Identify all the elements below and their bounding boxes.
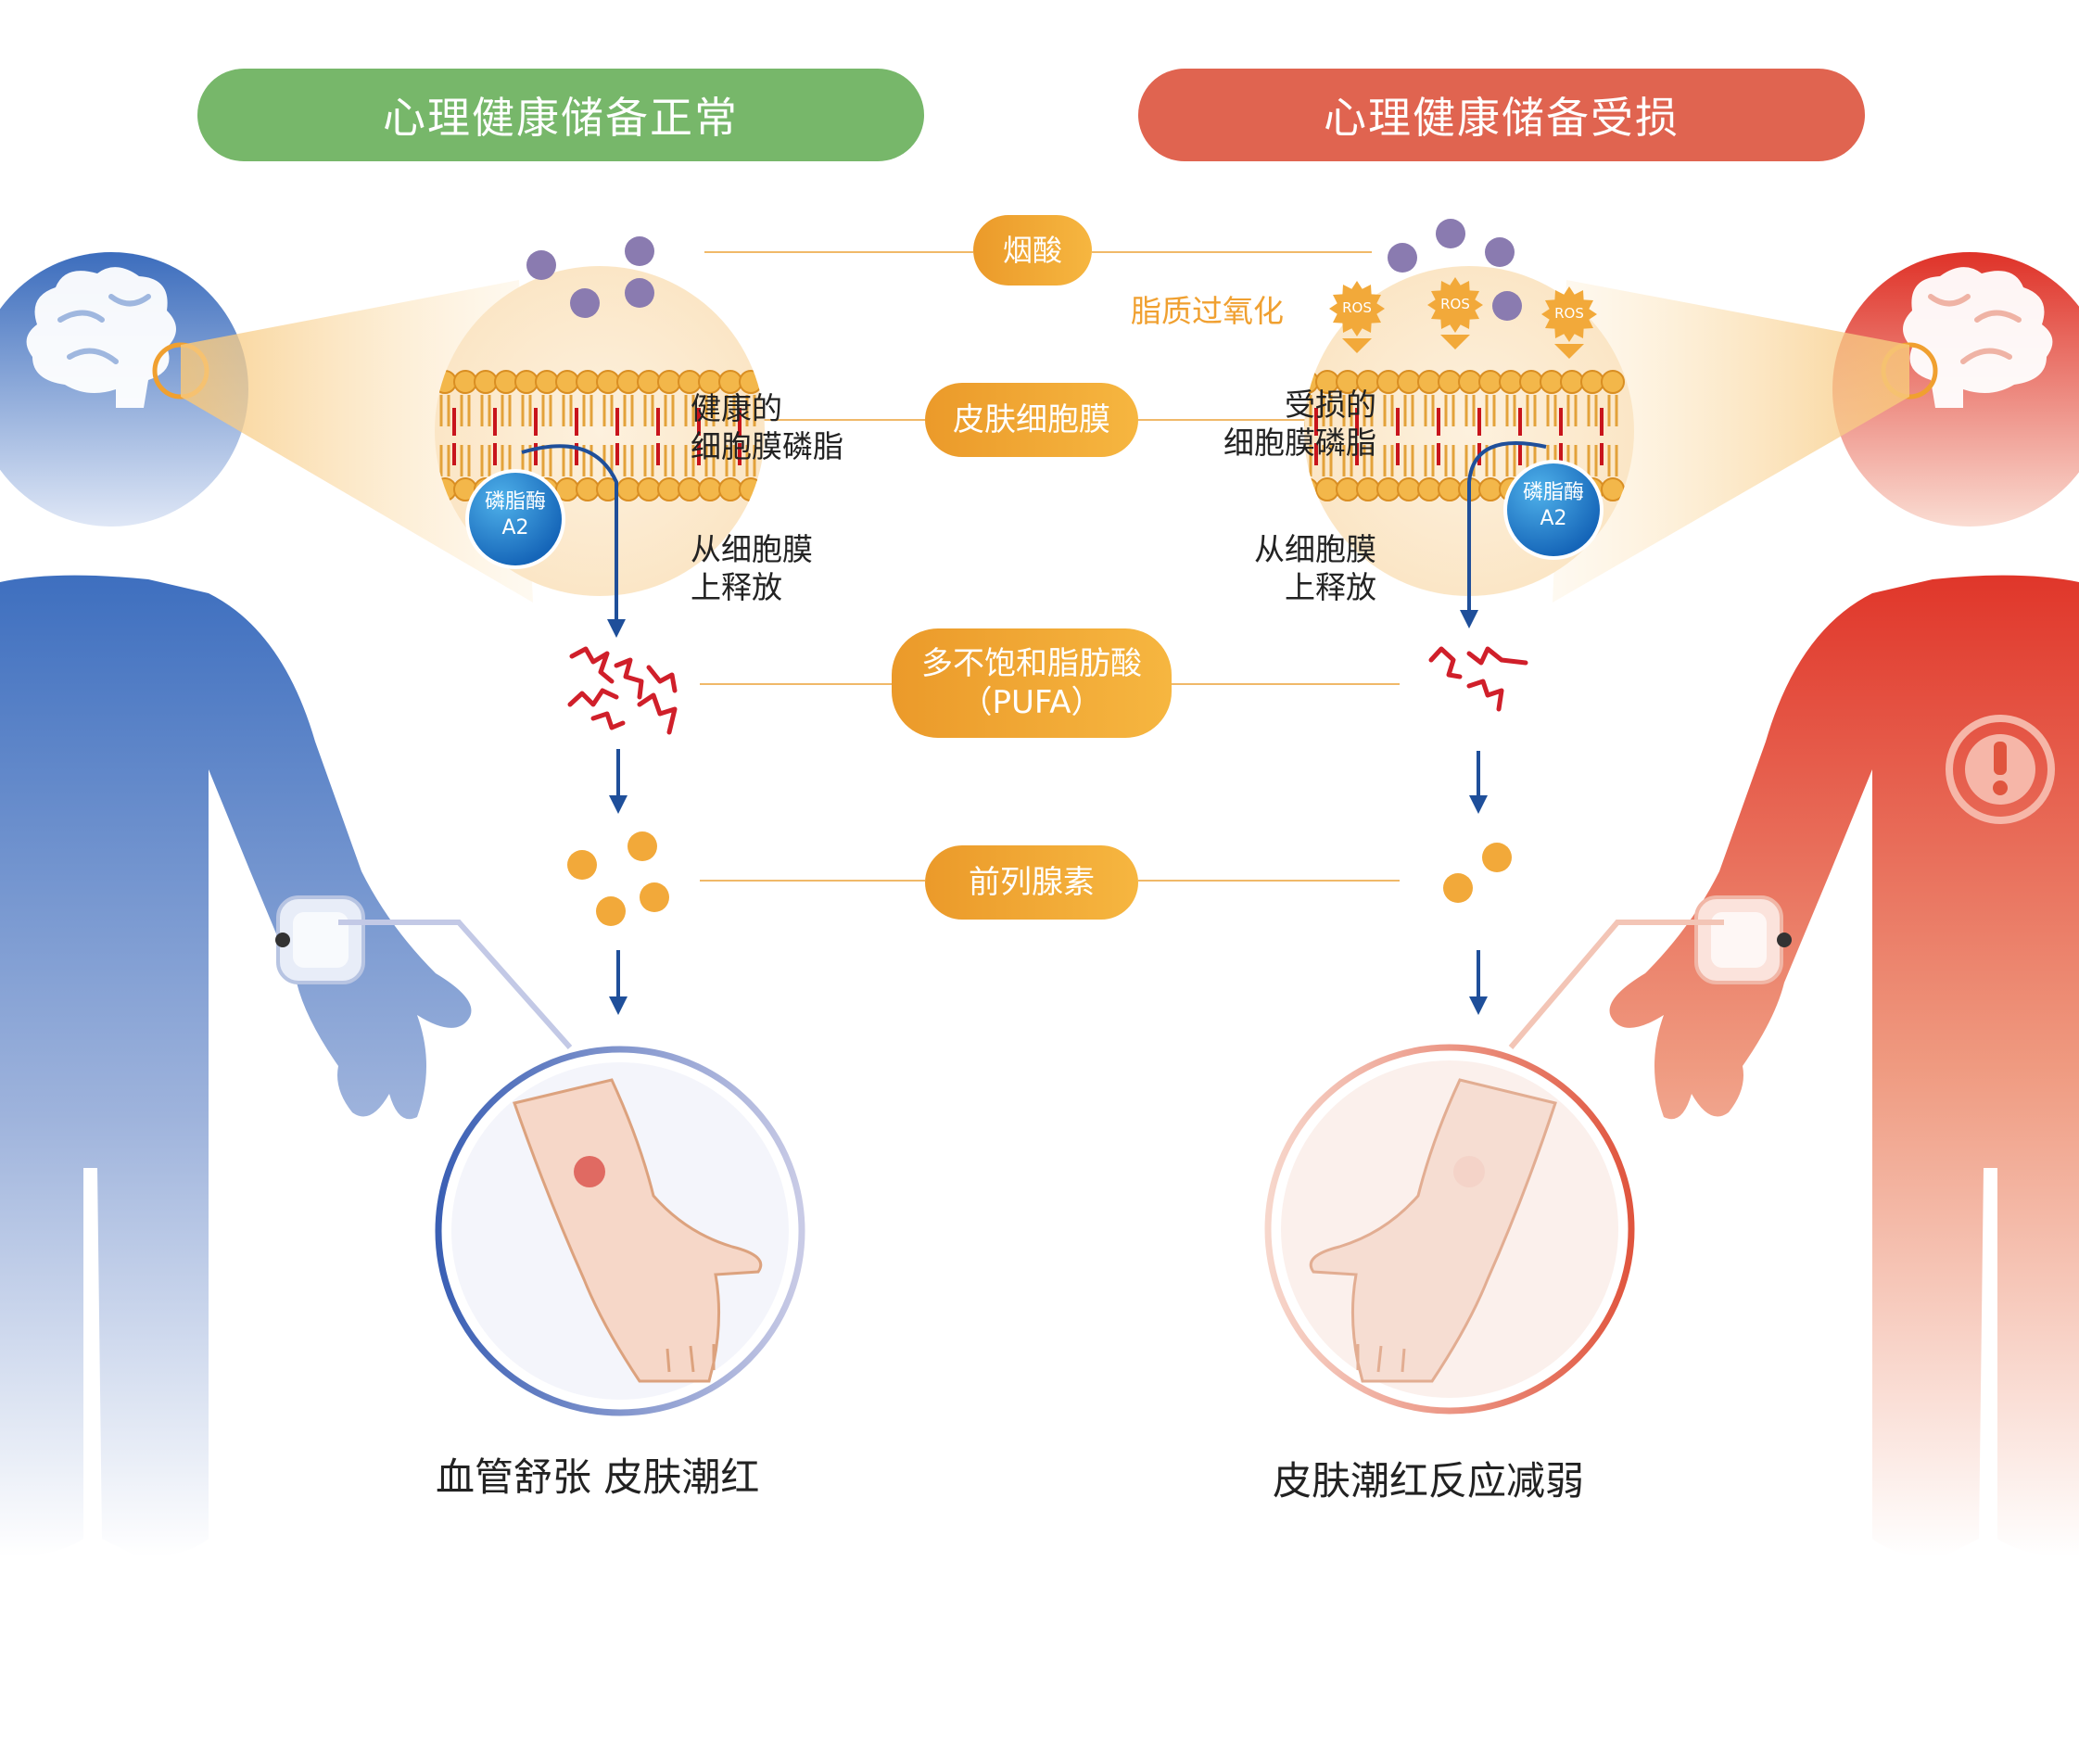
left-enzyme (465, 469, 565, 569)
right-phospholipid-line1: 受损的 (1285, 387, 1376, 423)
left-result-label: 血管舒张 皮肤潮红 (436, 1454, 760, 1500)
step-skin-membrane: 皮肤细胞膜 (925, 383, 1138, 457)
right-enzyme (1503, 460, 1604, 560)
right-release-line2: 上释放 (1285, 569, 1376, 606)
left-phospholipid-line2: 细胞膜磷脂 (691, 428, 843, 465)
header-normal: 心理健康储备正常 (197, 69, 924, 161)
right-niacin-molecules (1388, 219, 1522, 321)
left-brain-icon (26, 267, 177, 408)
right-phospholipid-line2: 细胞膜磷脂 (1223, 425, 1376, 462)
left-phospholipid-label: 健康的 细胞膜磷脂 (691, 389, 843, 466)
left-release-line2: 上释放 (691, 569, 782, 606)
step-prostaglandin: 前列腺素 (925, 845, 1138, 920)
right-phospholipid-label: 受损的 细胞膜磷脂 (1196, 386, 1376, 463)
ros-label-3: ROS (1554, 305, 1584, 322)
right-enzyme-line1: 磷脂酶 (1522, 481, 1584, 504)
right-watch-leader-line (1508, 920, 1724, 1049)
right-release-line1: 从细胞膜 (1254, 531, 1376, 567)
right-release-arrow (1460, 441, 1547, 628)
right-enzyme-line2: A2 (1540, 506, 1567, 530)
step-pufa: 多不饱和脂肪酸 （PUFA） (892, 628, 1172, 738)
right-prostaglandin-dots (1443, 843, 1512, 903)
left-enzyme-line2: A2 (501, 515, 529, 539)
ros-label-2: ROS (1440, 296, 1470, 312)
ros-burst-icons (1329, 277, 1597, 359)
left-zoom-cone (181, 280, 533, 603)
right-pufa-chains (1428, 646, 1528, 712)
step-pufa-line2: （PUFA） (960, 684, 1103, 721)
left-watch-leader-line (338, 920, 573, 1049)
right-release-label: 从细胞膜 上释放 (1205, 530, 1376, 607)
left-release-arrow (521, 444, 626, 638)
left-niacin-molecules (526, 236, 654, 318)
right-brain-icon (1903, 267, 2053, 408)
left-enzyme-line1: 磷脂酶 (484, 490, 546, 514)
right-watch-icon (1694, 895, 1792, 984)
right-result-label: 皮肤潮红反应减弱 (1273, 1458, 1585, 1504)
right-enzyme-label: 磷脂酶 A2 (1505, 480, 1602, 531)
left-pufa-chains (567, 646, 678, 735)
flow-arrows (609, 749, 1488, 1015)
left-enzyme-label: 磷脂酶 A2 (467, 489, 564, 540)
left-skin-flush-circle (435, 1046, 805, 1416)
connector-lines (700, 251, 1400, 882)
left-phospholipid-line1: 健康的 (691, 390, 782, 426)
lipid-peroxidation-label: 脂质过氧化 (1131, 293, 1284, 329)
header-impaired: 心理健康储备受损 (1138, 69, 1865, 161)
step-niacin: 烟酸 (973, 215, 1092, 286)
right-skin-flush-circle (1264, 1044, 1635, 1415)
right-zoom-cone (1553, 280, 1909, 603)
left-release-label: 从细胞膜 上释放 (691, 530, 813, 607)
step-pufa-line1: 多不饱和脂肪酸 (921, 644, 1142, 682)
left-release-line1: 从细胞膜 (691, 531, 813, 567)
left-prostaglandin-dots (567, 831, 669, 926)
warning-icon (1946, 715, 2055, 824)
left-watch-icon (275, 895, 365, 984)
ros-label-1: ROS (1342, 299, 1372, 316)
